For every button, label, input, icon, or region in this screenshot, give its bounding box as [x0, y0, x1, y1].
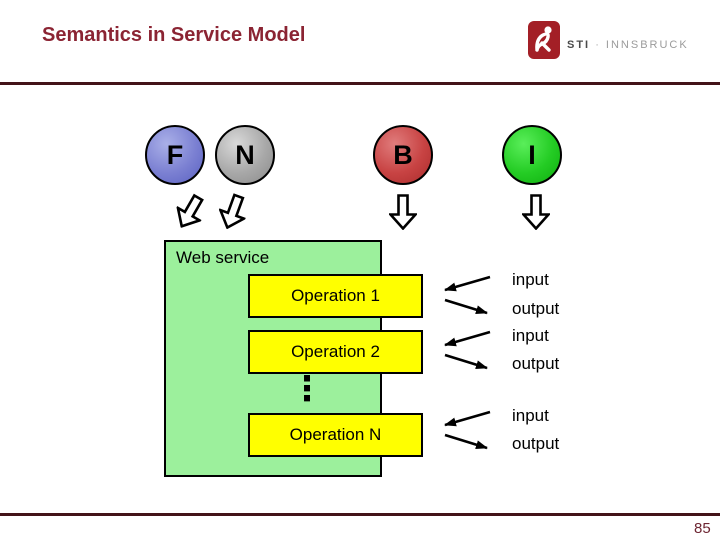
sti-person-icon: [535, 26, 552, 52]
operations-ellipsis: ⋮: [290, 369, 324, 409]
logo-separator: ·: [595, 39, 601, 51]
logo-location: INNSBRUCK: [605, 39, 689, 51]
page-number: 85: [694, 520, 711, 537]
web-service-label: Web service: [176, 248, 270, 267]
logo-wordmark: STI · INNSBRUCK: [567, 39, 689, 51]
operation-n-box: Operation N: [248, 413, 423, 457]
circle-n-label: N: [235, 139, 255, 170]
circle-i: I: [502, 125, 562, 185]
down-arrow-f-icon: [176, 193, 204, 228]
input-label-1: input: [512, 270, 549, 289]
output-label-1: output: [512, 299, 560, 318]
down-arrow-b-icon: [389, 194, 417, 230]
circle-i-label: I: [528, 139, 536, 170]
io-arrows-operation-2-icon: [444, 330, 491, 370]
operation-2-box: Operation 2: [248, 330, 423, 374]
operation-1-label: Operation 1: [291, 286, 380, 305]
circle-b: B: [373, 125, 433, 185]
logo-brand: STI: [567, 39, 591, 51]
operation-n-label: Operation N: [289, 425, 382, 444]
bottom-divider: [0, 513, 720, 516]
io-arrows-operation-n-icon: [444, 410, 491, 450]
circle-f: F: [145, 125, 205, 185]
output-label-2: output: [512, 354, 560, 373]
top-divider: [0, 82, 720, 85]
down-arrow-n-icon: [218, 193, 248, 230]
output-label-3: output: [512, 434, 560, 453]
circle-n: N: [215, 125, 275, 185]
operation-1-box: Operation 1: [248, 274, 423, 318]
input-label-3: input: [512, 406, 549, 425]
down-arrow-i-icon: [522, 194, 550, 230]
slide-title: Semantics in Service Model: [42, 24, 306, 46]
input-label-2: input: [512, 326, 549, 345]
operation-2-label: Operation 2: [291, 342, 380, 361]
sti-logo-icon: [528, 21, 560, 59]
circle-f-label: F: [166, 139, 184, 170]
circle-b-label: B: [393, 139, 413, 170]
io-arrows-operation-1-icon: [444, 275, 491, 315]
